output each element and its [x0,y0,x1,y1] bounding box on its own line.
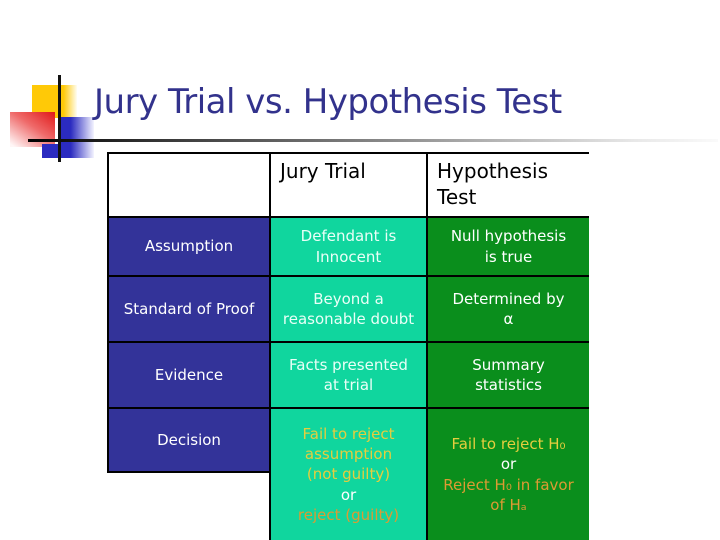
row-label-assumption: Assumption [107,216,271,277]
header-hypothesis-test-label: Hypothesis Test [437,159,549,209]
decoration-vertical-line [58,75,61,162]
decision-hypothesis-or-text: or [500,455,517,474]
row-label-standard-of-proof: Standard of Proof [107,275,271,343]
comparison-table: Jury Trial Hypothesis Test Assumption De… [107,152,589,540]
header-cell-jury-trial: Jury Trial [269,152,428,218]
evidence-label: Evidence [154,365,224,384]
assumption-label: Assumption [144,237,234,256]
cell-evidence-hypothesis: Summary statistics [426,341,589,409]
standard-of-proof-label: Standard of Proof [123,299,255,318]
assumption-jury-text: Defendant is Innocent [300,227,397,266]
decision-hypothesis-fail-text: Fail to reject H₀ [451,435,566,453]
decision-hypothesis-reject-text: Reject H₀ in favor of Hₐ [443,475,574,514]
row-label-evidence: Evidence [107,341,271,409]
header-cell-hypothesis-test: Hypothesis Test [426,152,589,218]
decoration-blue-square-small [42,144,59,158]
decision-label: Decision [157,430,221,449]
standard-jury-text: Beyond a reasonable doubt [282,289,415,328]
title-underline-rule [28,139,718,142]
cell-assumption-jury: Defendant is Innocent [269,216,428,277]
evidence-jury-text: Facts presented at trial [289,355,408,394]
cell-standard-jury: Beyond a reasonable doubt [269,275,428,343]
cell-evidence-jury: Facts presented at trial [269,341,428,409]
cell-standard-hypothesis: Determined by α [426,275,589,343]
decision-jury-fail-text: Fail to reject assumption (not guilty) [302,424,395,484]
cell-decision-jury: Fail to reject assumption (not guilty) o… [269,407,428,540]
evidence-hypothesis-text: Summary statistics [472,355,545,394]
header-jury-trial-label: Jury Trial [280,159,366,183]
assumption-hypothesis-text: Null hypothesis is true [450,227,567,266]
cell-assumption-hypothesis: Null hypothesis is true [426,216,589,277]
slide-title: Jury Trial vs. Hypothesis Test [94,82,562,122]
header-cell-empty [107,152,271,218]
row-label-decision: Decision [107,407,271,473]
cell-decision-hypothesis: Fail to reject H₀ or Reject H₀ in favor … [426,407,589,540]
decoration-blue-square [58,117,94,158]
standard-hypothesis-text: Determined by α [452,289,565,328]
decision-jury-or-text: or [340,485,357,504]
decision-jury-reject-text: reject (guilty) [297,505,400,524]
